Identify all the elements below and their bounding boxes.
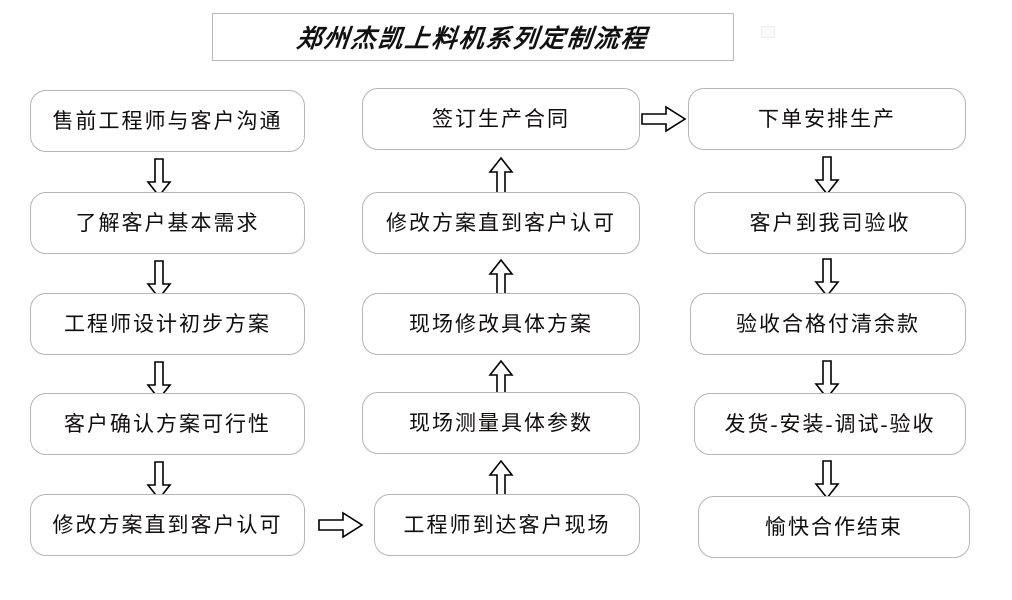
node-label: 工程师到达客户现场	[403, 512, 611, 537]
arrow-down-icon	[146, 461, 172, 501]
node-label: 修改方案直到客户认可	[386, 210, 616, 235]
node-label: 下单安排生产	[758, 106, 896, 131]
node-customer-confirm-feasibility[interactable]: 客户确认方案可行性	[30, 393, 305, 455]
arrow-up-icon	[488, 459, 514, 499]
watermark-speck	[761, 26, 775, 38]
arrow-up-icon	[488, 156, 514, 196]
arrow-down-icon	[146, 361, 172, 401]
node-onsite-measure-parameters[interactable]: 现场测量具体参数	[362, 392, 640, 454]
chart-title-text: 郑州杰凯上料机系列定制流程	[295, 26, 650, 53]
node-pleasant-cooperation-end[interactable]: 愉快合作结束	[698, 496, 970, 558]
node-label: 现场修改具体方案	[409, 311, 593, 336]
arrow-right-icon	[641, 104, 687, 134]
arrow-down-icon	[814, 360, 840, 400]
node-understand-basic-needs[interactable]: 了解客户基本需求	[30, 192, 305, 254]
node-label: 签订生产合同	[432, 106, 570, 131]
node-label: 愉快合作结束	[765, 514, 903, 539]
arrow-up-icon	[488, 258, 514, 298]
node-label: 售前工程师与客户沟通	[52, 108, 283, 133]
arrow-down-icon	[814, 156, 840, 196]
node-label: 验收合格付清余款	[736, 311, 920, 336]
node-revise-until-approved-middle[interactable]: 修改方案直到客户认可	[362, 192, 640, 254]
node-label: 现场测量具体参数	[409, 410, 593, 435]
node-pre-sales-communication[interactable]: 售前工程师与客户沟通	[30, 90, 305, 152]
node-label: 了解客户基本需求	[75, 210, 260, 235]
node-revise-until-approved-left[interactable]: 修改方案直到客户认可	[30, 494, 305, 556]
node-engineer-arrives-onsite[interactable]: 工程师到达客户现场	[374, 494, 640, 556]
node-customer-inspection-at-factory[interactable]: 客户到我司验收	[694, 192, 966, 254]
arrow-down-icon	[814, 460, 840, 500]
node-label: 工程师设计初步方案	[64, 311, 271, 336]
chart-title-box: 郑州杰凯上料机系列定制流程	[212, 13, 734, 61]
node-pay-balance-after-acceptance[interactable]: 验收合格付清余款	[690, 293, 966, 355]
node-label: 修改方案直到客户认可	[52, 512, 283, 537]
node-label: 客户确认方案可行性	[64, 411, 271, 436]
node-engineer-preliminary-design[interactable]: 工程师设计初步方案	[30, 293, 305, 355]
node-place-order-schedule-production[interactable]: 下单安排生产	[688, 88, 966, 150]
node-ship-install-commission-accept[interactable]: 发货-安装-调试-验收	[694, 393, 966, 455]
arrow-down-icon	[146, 158, 172, 198]
arrow-down-icon	[814, 258, 840, 298]
arrow-right-icon	[318, 510, 364, 540]
node-label: 发货-安装-调试-验收	[724, 411, 936, 436]
arrow-down-icon	[146, 260, 172, 300]
node-label: 客户到我司验收	[749, 210, 911, 235]
node-sign-production-contract[interactable]: 签订生产合同	[362, 88, 640, 150]
node-onsite-revise-detailed-plan[interactable]: 现场修改具体方案	[362, 293, 640, 355]
